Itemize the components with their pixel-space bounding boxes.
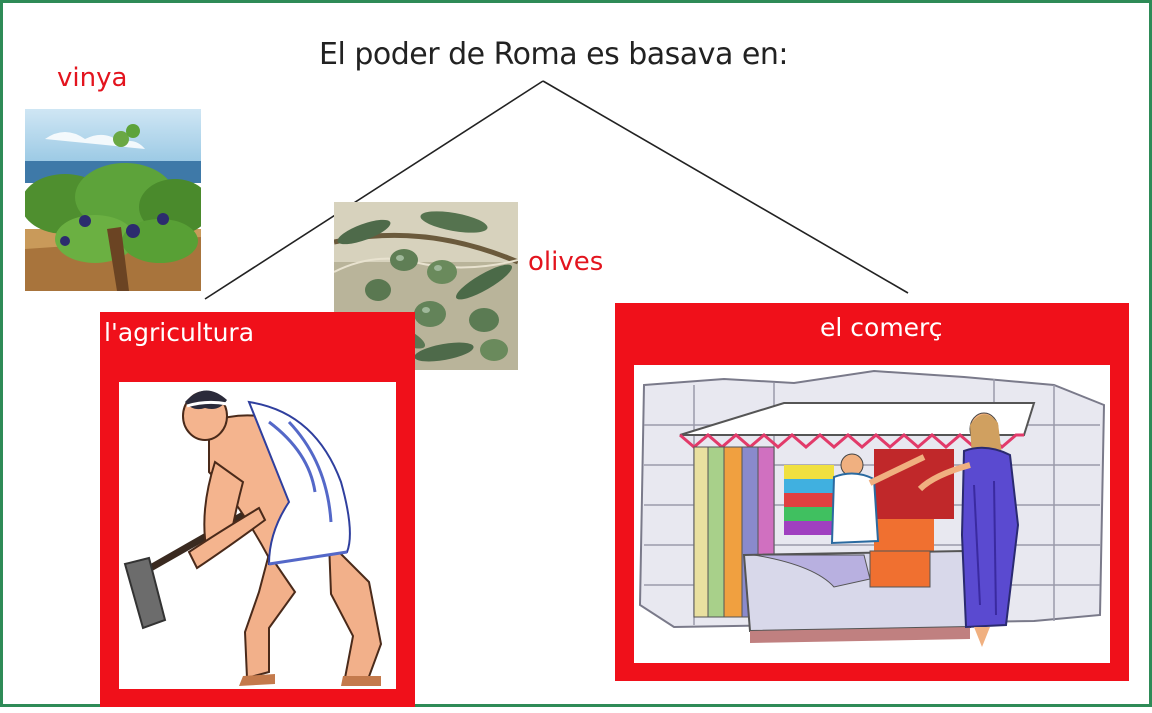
line-to-comerc xyxy=(542,80,909,294)
olives-label: olives xyxy=(528,247,604,277)
agricultura-box: l'agricultura xyxy=(100,312,415,707)
agricultura-label: l'agricultura xyxy=(104,318,255,347)
comerc-label: el comerç xyxy=(820,313,943,342)
vineyard-image xyxy=(25,109,201,291)
line-to-agricultura xyxy=(204,80,544,300)
olive-image xyxy=(334,202,518,370)
vinya-label: vinya xyxy=(57,63,128,93)
comerc-box: el comerç xyxy=(615,303,1129,681)
farmer-image xyxy=(119,382,396,689)
diagram-title: El poder de Roma es basava en: xyxy=(319,37,788,72)
connector-lines xyxy=(204,80,909,300)
market-stall-image xyxy=(634,365,1110,663)
